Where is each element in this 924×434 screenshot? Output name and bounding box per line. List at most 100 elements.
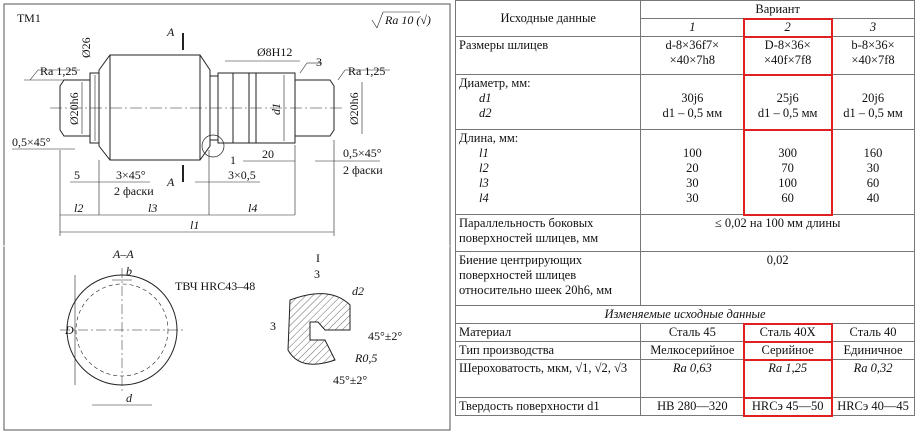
production-v2: Серийное (742, 340, 833, 361)
roughness-v1: Ra 0,63 (640, 359, 745, 398)
splines-label: Размеры шлицев (454, 36, 642, 75)
splines-v1: d-8×36f7× ×40×7h8 (640, 36, 745, 75)
dia20-left-label: Ø20h6 (67, 92, 81, 125)
d2-v3: d1 – 0,5 мм (843, 106, 903, 120)
two-chamfers-right: 2 фаски (343, 163, 383, 177)
section-mark-bottom: A (166, 175, 175, 189)
variant-2: 2 (742, 17, 833, 38)
variant-1: 1 (640, 18, 745, 37)
d1-name: d1 (479, 91, 492, 105)
l1-v1: 100 (682, 146, 702, 160)
d1-label: d1 (269, 103, 283, 115)
splines-v3: b-8×36× ×40×7f8 (831, 36, 915, 75)
l3-label: l3 (148, 201, 157, 215)
changeable-title: Изменяемые исходные данные (455, 305, 915, 324)
d2-v1: d1 – 0,5 мм (662, 106, 723, 120)
b-label: b (126, 264, 132, 278)
roughness-label: Шероховатость, мкм, √1, √2, √3 (454, 359, 642, 398)
material-v2: Сталь 40Х (742, 322, 833, 343)
shaft-drawing: ТМ1 Ra 10 (√) A A Ø26 Ø8H12 3 Ra 1,25 Ra… (3, 3, 451, 431)
angle2-label: 45°±2° (333, 373, 367, 387)
production-v1: Мелкосерийное (640, 341, 745, 360)
d2-v2: d1 – 0,5 мм (757, 106, 818, 120)
roughness-v3: Ra 0,32 (831, 359, 915, 398)
D-label: D (64, 323, 74, 337)
l1-name: l1 (479, 146, 489, 160)
len20-label: 20 (262, 147, 274, 161)
d2-label: d2 (352, 284, 364, 298)
l2-label: l2 (74, 201, 83, 215)
section-mark-top: A (166, 25, 175, 39)
l2-v2: 70 (781, 161, 794, 175)
d1-v3: 20j6 (861, 91, 885, 105)
detail-title: I (316, 251, 320, 265)
chamfer3-label: 3×45° (116, 168, 146, 182)
two-chamfers-left: 2 фаски (114, 184, 154, 198)
diameter-label: Диаметр, мм: (459, 76, 531, 90)
groove-label: 3×0,5 (228, 168, 256, 182)
material-v1: Сталь 45 (640, 323, 745, 342)
production-v3: Единичное (831, 341, 915, 360)
l3-name: l3 (479, 176, 489, 190)
d2-name: d2 (479, 106, 492, 120)
runout-value: 0,02 (640, 251, 915, 306)
l4-v2: 60 (781, 191, 794, 205)
general-roughness: Ra 10 (√) (384, 13, 431, 27)
d1-v2: 25j6 (776, 91, 799, 105)
runout-label: Биение центрирующих поверхностей шлицев … (454, 251, 642, 306)
l2-name: l2 (479, 161, 489, 175)
roughness-v2: Ra 1,25 (742, 358, 833, 399)
splines-v2: D-8×36× ×40f×7f8 (742, 35, 833, 76)
material-label: Материал (454, 323, 642, 342)
hardness-v1: HB 280—320 (640, 397, 745, 416)
l2-v3: 30 (866, 161, 880, 175)
l2-v1: 20 (686, 161, 699, 175)
l3-v3: 60 (866, 176, 880, 190)
section-title: A–A (112, 247, 134, 261)
l1-v3: 160 (863, 146, 883, 160)
dia20-right-label: Ø20h6 (347, 92, 361, 125)
len5-label: 5 (74, 168, 80, 182)
dia26-label: Ø26 (79, 37, 93, 58)
hardness-v3: HRCэ 40—45 (831, 397, 915, 416)
l4-v1: 30 (686, 191, 699, 205)
ra-left-label: Ra 1,25 (40, 64, 77, 78)
detail-ref-label: 1 (230, 153, 236, 167)
l3-v2: 100 (778, 176, 798, 190)
production-label: Тип производства (454, 341, 642, 360)
detail-3b: 3 (270, 319, 276, 333)
material-v3: Сталь 40 (831, 323, 915, 342)
radius-label: R0,5 (354, 351, 377, 365)
length-label: Длина, мм: (459, 131, 519, 145)
header-source-data: Исходные данные (454, 0, 642, 37)
hardness-v2: HRCэ 45—50 (742, 396, 833, 417)
detail-3a: 3 (314, 267, 320, 281)
hardening-label: ТВЧ HRC43–48 (175, 279, 255, 293)
l1-label: l1 (190, 218, 199, 232)
header-variant: Вариант (640, 0, 915, 19)
drawing-title: ТМ1 (17, 11, 41, 25)
l1-v2: 300 (778, 146, 798, 160)
parallel-value: ≤ 0,02 на 100 мм длины (640, 214, 915, 252)
l3-v1: 30 (686, 176, 699, 190)
d-label: d (126, 391, 133, 405)
ra-right-label: Ra 1,25 (348, 64, 385, 78)
chamfer-left-label: 0,5×45° (12, 135, 51, 149)
angle1-label: 45°±2° (368, 329, 402, 343)
rough3-label: 3 (316, 55, 322, 69)
parallel-label: Параллельность боковых поверхностей шлиц… (454, 214, 642, 252)
d1-v1: 30j6 (681, 91, 704, 105)
hole-dia-label: Ø8H12 (257, 45, 292, 59)
hardness-label: Твердость поверхности d1 (454, 397, 642, 416)
l4-v3: 40 (866, 191, 880, 205)
l4-label: l4 (248, 201, 257, 215)
